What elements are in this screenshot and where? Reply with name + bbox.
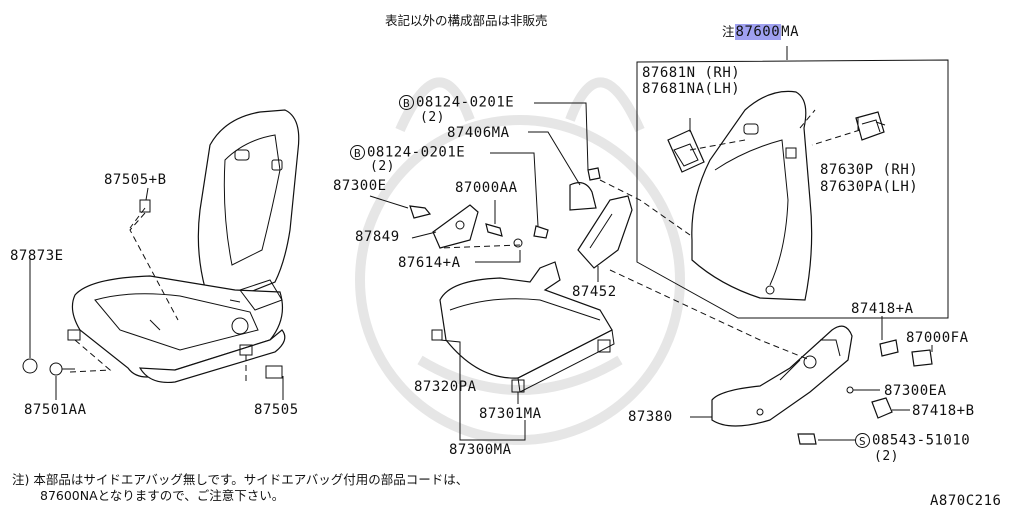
leader-bolt2	[490, 152, 539, 227]
part-87452: 87452	[572, 284, 617, 300]
leader-87505B	[145, 187, 149, 201]
part-87418B: 87418+B	[912, 403, 975, 419]
leader-87849	[411, 231, 437, 239]
part-87614A: 87614+A	[398, 255, 461, 271]
leader-bolt1	[534, 102, 589, 171]
footer-note-text-1: 本部品はサイドエアバッグ無しです。サイドエアバッグ付用の部品コードは、	[33, 472, 469, 487]
part-87505B: 87505+B	[104, 172, 167, 188]
assembly-note-prefix: 注	[722, 24, 735, 39]
cushion-frame-drawing	[431, 261, 615, 400]
diagram-code: A870C216	[930, 493, 1002, 509]
bolt-mark-icon: B	[399, 95, 414, 110]
leader-87300E	[369, 195, 409, 209]
screw-qty: (2)	[874, 449, 899, 464]
bolt-2-qty: (2)	[370, 159, 395, 174]
non-sale-note: 表記以外の構成部品は非販売	[385, 13, 548, 28]
bolt-2-code: 08124-0201E	[367, 144, 466, 161]
footer-note-line2: 87600NAとなりますので、ご注意下さい。	[40, 488, 285, 503]
assembly-code-highlight: 87600	[734, 24, 782, 40]
part-87418A: 87418+A	[851, 301, 914, 317]
footer-note-line1: 注) 本部品はサイドエアバッグ無しです。サイドエアバッグ付用の部品コードは、	[12, 472, 469, 487]
part-87380: 87380	[628, 409, 673, 425]
part-87000FA: 87000FA	[906, 330, 969, 346]
part-87300EA: 87300EA	[884, 383, 947, 399]
footer-note-prefix: 注)	[12, 472, 30, 487]
part-87630-lh: 87630PA(LH)	[820, 179, 919, 195]
bolt-1-qty: (2)	[420, 110, 445, 125]
screw-code: 08543-51010	[872, 432, 971, 449]
bolt-1-code: 08124-0201E	[416, 94, 515, 111]
part-87681-lh: 87681NA(LH)	[642, 81, 741, 97]
leader-87630P	[875, 121, 886, 126]
part-87301MA: 87301MA	[479, 406, 542, 422]
assembly-code-suffix: MA	[781, 24, 800, 40]
screw-mark-icon: S	[855, 433, 870, 448]
part-87300E: 87300E	[333, 178, 387, 194]
leader-87300MA-bracket	[459, 392, 526, 441]
leader-87614A	[475, 250, 521, 263]
side-cover-drawing	[609, 269, 933, 445]
seat-back-box	[636, 46, 949, 319]
part-87300MA: 87300MA	[449, 442, 512, 458]
seat-assembly-drawing	[22, 109, 300, 385]
part-87406MA: 87406MA	[447, 125, 510, 141]
assembly-code-label: 注87600MA	[722, 24, 800, 40]
part-87505: 87505	[254, 402, 299, 418]
part-87320PA: 87320PA	[414, 379, 477, 395]
mechanism-parts-drawing	[409, 167, 691, 269]
leader-87406MA	[528, 131, 581, 186]
part-87630-rh: 87630P (RH)	[820, 162, 919, 178]
part-87681-rh: 87681N (RH)	[642, 65, 741, 81]
part-87000AA: 87000AA	[455, 180, 518, 196]
part-87849: 87849	[355, 229, 400, 245]
part-87501AA: 87501AA	[24, 402, 87, 418]
bolt-mark-icon: B	[350, 145, 365, 160]
part-87873E: 87873E	[10, 248, 64, 264]
